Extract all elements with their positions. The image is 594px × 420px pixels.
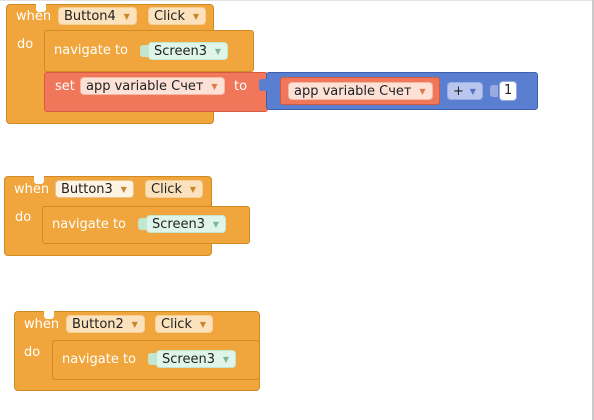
operator-dropdown[interactable]: + ▼ <box>447 82 483 100</box>
input-socket <box>259 79 267 91</box>
get-variable-dropdown[interactable]: app variable Счет ▼ <box>288 82 433 100</box>
component-name: Button3 <box>61 182 113 197</box>
event-name: Click <box>161 317 192 332</box>
set-keyword: set <box>55 79 75 94</box>
event-dropdown[interactable]: Click ▼ <box>148 7 206 25</box>
event-name: Click <box>151 182 182 197</box>
event-name: Click <box>154 9 185 24</box>
workspace-top-border <box>0 0 594 1</box>
input-socket <box>140 45 148 57</box>
do-keyword: do <box>17 37 34 52</box>
event-dropdown[interactable]: Click ▼ <box>145 180 203 198</box>
event-block-footer <box>6 112 214 124</box>
chevron-down-icon[interactable]: ▼ <box>192 12 199 21</box>
event-keyword-when: when <box>24 317 60 332</box>
to-keyword: to <box>234 79 248 94</box>
event-dropdown[interactable]: Click ▼ <box>155 315 213 333</box>
navigate-label: navigate to <box>52 217 127 232</box>
input-socket <box>138 218 146 230</box>
set-target-name: app variable Счет <box>86 79 204 94</box>
chevron-down-icon[interactable]: ▼ <box>199 320 206 329</box>
screen-name: Screen3 <box>154 44 207 59</box>
input-socket <box>148 353 156 365</box>
event-keyword-when: when <box>16 9 52 24</box>
component-name: Button2 <box>72 317 124 332</box>
block-notch <box>36 4 46 12</box>
chevron-down-icon[interactable]: ▼ <box>131 320 138 329</box>
input-socket <box>490 85 498 97</box>
block-notch <box>34 176 44 184</box>
chevron-down-icon[interactable]: ▼ <box>214 47 221 56</box>
screen-name: Screen3 <box>162 352 215 367</box>
component-dropdown[interactable]: Button2 ▼ <box>66 315 145 333</box>
screen-dropdown[interactable]: Screen3 ▼ <box>156 350 236 368</box>
screen-dropdown[interactable]: Screen3 ▼ <box>148 42 228 60</box>
set-target-dropdown[interactable]: app variable Счет ▼ <box>80 77 225 95</box>
number-input[interactable]: 1 <box>499 81 518 101</box>
component-dropdown[interactable]: Button4 ▼ <box>58 7 137 25</box>
navigate-label: navigate to <box>54 43 129 58</box>
do-keyword: do <box>24 345 41 360</box>
do-keyword: do <box>15 210 32 225</box>
chevron-down-icon[interactable]: ▼ <box>222 355 229 364</box>
screen-dropdown[interactable]: Screen3 ▼ <box>146 215 226 233</box>
operator-symbol: + <box>453 84 464 99</box>
chevron-down-icon[interactable]: ▼ <box>212 220 219 229</box>
chevron-down-icon[interactable]: ▼ <box>189 185 196 194</box>
chevron-down-icon[interactable]: ▼ <box>419 87 426 96</box>
navigate-label: navigate to <box>62 352 137 367</box>
workspace-scrollbar[interactable] <box>592 0 594 420</box>
get-variable-name: app variable Счет <box>294 84 412 99</box>
component-name: Button4 <box>64 9 116 24</box>
component-dropdown[interactable]: Button3 ▼ <box>55 180 134 198</box>
event-keyword-when: when <box>14 182 50 197</box>
block-notch <box>44 311 54 319</box>
chevron-down-icon[interactable]: ▼ <box>123 12 130 21</box>
chevron-down-icon[interactable]: ▼ <box>120 185 127 194</box>
screen-name: Screen3 <box>152 217 205 232</box>
chevron-down-icon[interactable]: ▼ <box>211 82 218 91</box>
chevron-down-icon[interactable]: ▼ <box>469 87 476 96</box>
